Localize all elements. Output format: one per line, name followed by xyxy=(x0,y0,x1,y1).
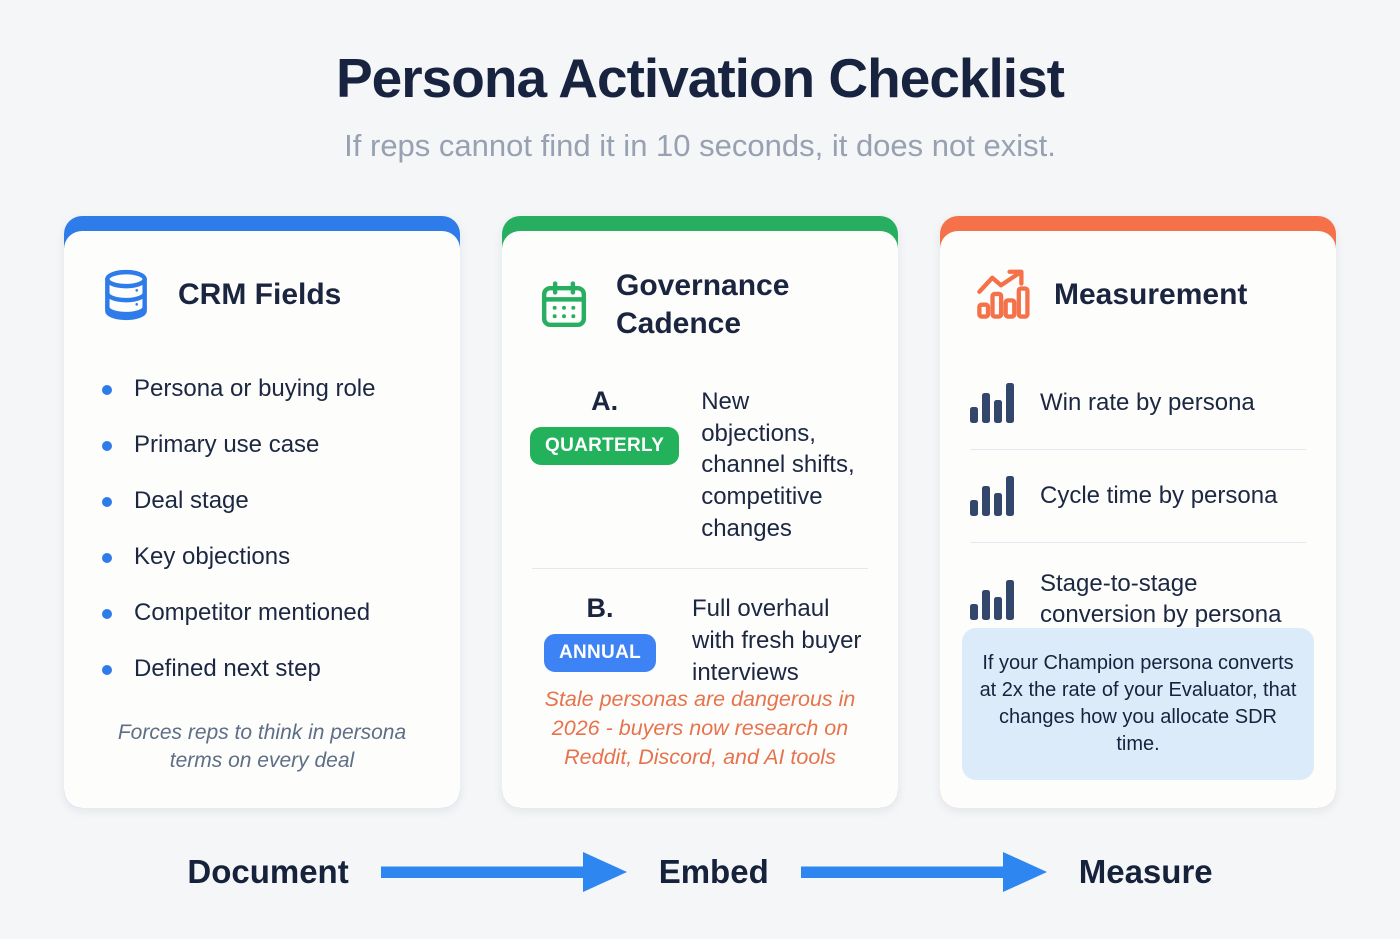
card-title-crm-fields: CRM Fields xyxy=(178,278,342,312)
cards-row: CRM Fields Persona or buying role Primar… xyxy=(64,216,1336,808)
flow-step-document: Document xyxy=(187,853,349,890)
arrow-right-icon xyxy=(799,850,1049,894)
bullet-dot xyxy=(102,497,112,507)
card-measurement-body: Measurement Win rate by persona xyxy=(940,231,1336,808)
bar-chart-icon xyxy=(970,579,1014,620)
cadence-section-annual: B. ANNUAL Full overhaul with fresh buyer… xyxy=(530,593,870,688)
cadence-text-annual: Full overhaul with fresh buyer interview… xyxy=(692,595,862,686)
calendar-icon xyxy=(536,277,592,333)
crm-fields-list: Persona or buying role Primary use case … xyxy=(92,375,432,683)
bullet-dot xyxy=(102,609,112,619)
metric-label: Cycle time by persona xyxy=(1040,481,1278,509)
page-subtitle: If reps cannot find it in 10 seconds, it… xyxy=(344,128,1056,163)
quarterly-badge: QUARTERLY xyxy=(530,427,680,465)
arrow-right-icon xyxy=(379,850,629,894)
list-item: Defined next step xyxy=(100,655,432,683)
cadence-label-b: B. xyxy=(586,593,614,624)
list-item: Persona or buying role xyxy=(100,375,432,403)
list-item-label: Key objections xyxy=(134,543,291,570)
measurement-callout: If your Champion persona converts at 2x … xyxy=(962,628,1314,780)
metric-row: Win rate by persona xyxy=(968,363,1308,443)
card-title-measurement: Measurement xyxy=(1054,278,1248,312)
flow-step-measure: Measure xyxy=(1078,853,1213,890)
metric-row: Stage-to-stage conversion by persona xyxy=(968,549,1308,650)
governance-warning-note: Stale personas are dangerous in 2026 - b… xyxy=(544,686,856,769)
database-icon xyxy=(98,267,154,323)
card-governance-cadence-body: Governance Cadence A. QUARTERLY New obje… xyxy=(502,231,898,808)
card-measurement-header: Measurement xyxy=(968,267,1308,323)
metric-label: Stage-to-stage conversion by persona xyxy=(1040,570,1282,628)
annual-badge: ANNUAL xyxy=(543,634,656,673)
list-item-label: Defined next step xyxy=(134,655,321,682)
cadence-label-a: A. xyxy=(591,386,619,416)
card-governance-cadence: Governance Cadence A. QUARTERLY New obje… xyxy=(502,216,898,808)
page-header: Persona Activation Checklist If reps can… xyxy=(0,0,1400,164)
cadence-text-quarterly: New objections, channel shifts, competit… xyxy=(701,388,855,542)
metric-divider xyxy=(970,542,1306,543)
card-crm-fields-header: CRM Fields xyxy=(92,267,432,323)
list-item: Primary use case xyxy=(100,431,432,459)
list-item: Competitor mentioned xyxy=(100,599,432,627)
card-title-governance-cadence: Governance Cadence xyxy=(616,269,790,340)
cadence-left-col: B. ANNUAL xyxy=(530,593,670,688)
bar-chart-icon xyxy=(970,476,1014,516)
list-item: Key objections xyxy=(100,543,432,571)
bullet-dot xyxy=(102,441,112,451)
metric-label: Win rate by persona xyxy=(1040,388,1255,416)
list-item-label: Primary use case xyxy=(134,431,320,458)
chart-up-icon xyxy=(974,267,1030,323)
metrics-list: Win rate by persona Cycle time by person… xyxy=(968,363,1308,650)
metric-row: Cycle time by persona xyxy=(968,456,1308,536)
cadence-section-quarterly: A. QUARTERLY New objections, channel shi… xyxy=(530,386,870,544)
cadence-left-col: A. QUARTERLY xyxy=(530,386,680,544)
cadence-sections: A. QUARTERLY New objections, channel shi… xyxy=(530,386,870,688)
page-title: Persona Activation Checklist xyxy=(336,47,1065,109)
bar-chart-icon xyxy=(970,383,1014,423)
bullet-dot xyxy=(102,665,112,675)
flow-step-embed: Embed xyxy=(658,853,769,890)
list-item: Deal stage xyxy=(100,487,432,515)
process-flow: Document Embed Measure xyxy=(0,850,1400,894)
list-item-label: Competitor mentioned xyxy=(134,599,371,626)
list-item-label: Deal stage xyxy=(134,487,249,514)
card-measurement: Measurement Win rate by persona xyxy=(940,216,1336,808)
crm-fields-note: Forces reps to think in persona terms on… xyxy=(117,721,407,772)
list-item-label: Persona or buying role xyxy=(134,375,376,402)
card-crm-fields-body: CRM Fields Persona or buying role Primar… xyxy=(64,231,460,808)
card-crm-fields: CRM Fields Persona or buying role Primar… xyxy=(64,216,460,808)
card-governance-cadence-header: Governance Cadence xyxy=(530,267,870,342)
section-divider xyxy=(532,568,868,570)
metric-divider xyxy=(970,449,1306,450)
bullet-dot xyxy=(102,553,112,563)
bullet-dot xyxy=(102,385,112,395)
